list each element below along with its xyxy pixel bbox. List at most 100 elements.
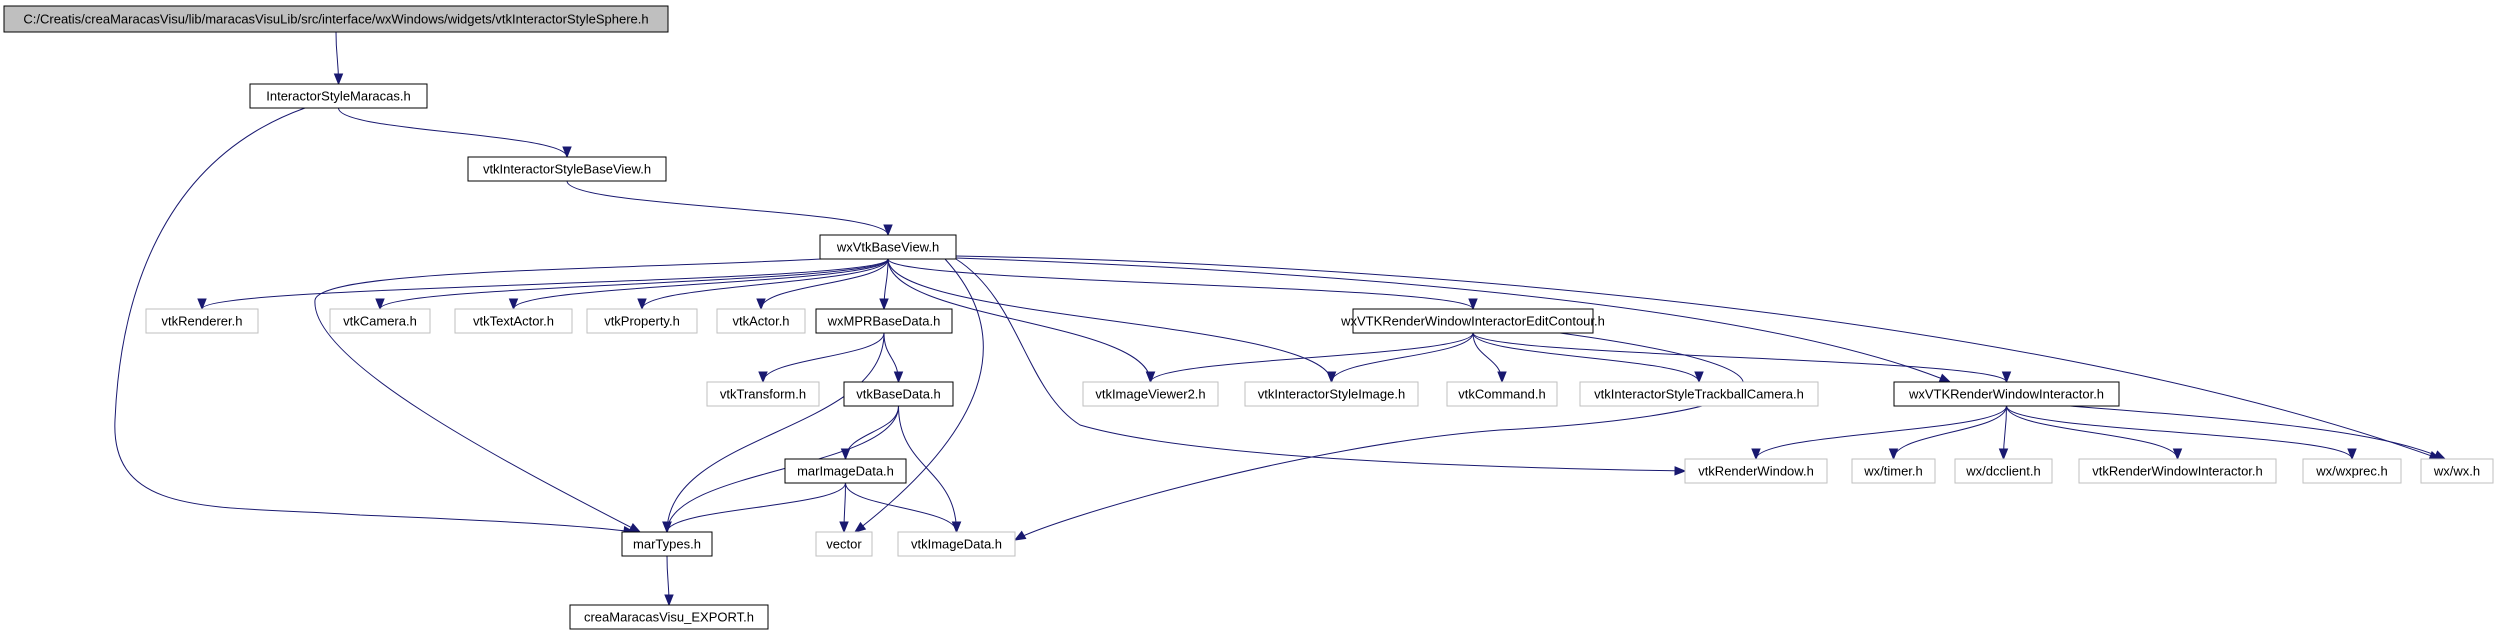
edge-line	[1893, 405, 2007, 460]
node-box	[1352, 308, 1594, 334]
node-n17[interactable]: wxVTKRenderWindowInteractor.h	[1893, 381, 2120, 407]
edge-line	[566, 180, 889, 236]
edge-arrowhead	[562, 146, 572, 159]
node-n27: vtkImageData.h	[897, 531, 1016, 557]
edge-arrowhead	[1751, 448, 1761, 461]
node-label: C:/Creatis/creaMaracasVisu/lib/maracasVi…	[23, 12, 648, 27]
node-box	[1244, 381, 1419, 407]
node-box	[2078, 458, 2277, 484]
edge-line	[1150, 332, 1474, 383]
node-label: vtkImageViewer2.h	[1095, 387, 1205, 402]
node-box	[1851, 458, 1936, 484]
edge-arrowhead	[1888, 448, 1899, 461]
node-n3[interactable]: wxVtkBaseView.h	[819, 234, 957, 260]
node-label: marImageData.h	[797, 464, 894, 479]
edge-arrowhead	[2172, 448, 2183, 461]
node-n20: wx/timer.h	[1851, 458, 1936, 484]
node-n13: vtkImageViewer2.h	[1082, 381, 1219, 407]
node-n16: vtkInteractorStyleTrackballCamera.h	[1579, 381, 1819, 407]
edge-n3-n26	[853, 258, 984, 533]
edge-n12-n18	[840, 405, 899, 461]
node-n22: vtkRenderWindowInteractor.h	[2078, 458, 2277, 484]
edge-arrowhead	[2347, 448, 2357, 461]
node-n2[interactable]: vtkInteractorStyleBaseView.h	[467, 156, 667, 182]
node-label: wx/wx.h	[2433, 464, 2480, 479]
node-label: vtkCommand.h	[1458, 387, 1545, 402]
edge-arrowhead	[839, 521, 849, 534]
node-box	[819, 234, 957, 260]
edge-line	[314, 258, 823, 533]
edge-arrowhead	[1694, 371, 1704, 384]
edge-n17-n19	[1751, 405, 2007, 461]
edge-n3-n4	[197, 258, 889, 311]
edge-line	[955, 255, 2441, 460]
edge-arrowhead	[637, 298, 647, 311]
edge-n10-n17	[1472, 332, 2012, 384]
edge-arrowhead	[879, 298, 889, 311]
edge-arrowhead	[1013, 530, 1027, 541]
edges-layer	[114, 31, 2447, 607]
edge-n10-n14	[1326, 332, 1474, 384]
node-label: vtkRenderer.h	[162, 314, 243, 329]
edge-n17-n23	[2006, 405, 2357, 461]
node-n10[interactable]: wxVTKRenderWindowInteractorEditContour.h	[1340, 308, 1605, 334]
node-n18[interactable]: marImageData.h	[784, 458, 907, 484]
edge-n10-n16	[1472, 332, 1704, 384]
node-n5: vtkCamera.h	[329, 308, 431, 334]
node-label: marTypes.h	[633, 537, 701, 552]
node-label: wx/dcclient.h	[1965, 464, 2040, 479]
edge-line	[666, 482, 846, 533]
edge-n2-n3	[566, 180, 893, 237]
node-n0[interactable]: C:/Creatis/creaMaracasVisu/lib/maracasVi…	[3, 5, 669, 33]
node-label: vtkProperty.h	[604, 314, 680, 329]
node-box	[784, 458, 907, 484]
edge-arrowhead	[883, 224, 893, 237]
edge-n18-n26	[839, 482, 849, 534]
node-box	[1446, 381, 1558, 407]
node-n1[interactable]: InteractorStyleMaracas.h	[249, 83, 428, 109]
node-n9[interactable]: wxMPRBaseData.h	[815, 308, 953, 334]
edge-arrowhead	[840, 448, 851, 461]
node-label: vtkActor.h	[732, 314, 789, 329]
edge-line	[2006, 405, 2178, 460]
node-label: InteractorStyleMaracas.h	[266, 89, 411, 104]
node-box	[897, 531, 1016, 557]
node-n25[interactable]: marTypes.h	[621, 531, 713, 557]
edge-n3-n25	[314, 258, 823, 533]
edge-line	[1331, 332, 1474, 383]
node-box	[329, 308, 431, 334]
edge-arrowhead	[1326, 371, 1337, 384]
node-n12[interactable]: vtkBaseData.h	[843, 381, 954, 407]
node-box	[843, 381, 954, 407]
edge-line	[887, 258, 1151, 383]
edge-n3-n24	[955, 255, 2442, 460]
node-label: vtkInteractorStyleTrackballCamera.h	[1594, 387, 1804, 402]
node-box	[145, 308, 259, 334]
node-label: wxVTKRenderWindowInteractorEditContour.h	[1340, 314, 1605, 329]
edge-arrowhead	[893, 371, 904, 384]
edge-line	[666, 405, 899, 533]
node-label: creaMaracasVisu_EXPORT.h	[584, 610, 754, 625]
node-box	[3, 5, 669, 33]
edge-n3-n5	[375, 258, 889, 311]
edge-n10-n13	[1145, 332, 1474, 384]
edge-line	[955, 258, 1686, 472]
edge-line	[641, 258, 889, 310]
node-box	[706, 381, 820, 407]
edge-n18-n25	[662, 482, 846, 534]
node-n21: wx/dcclient.h	[1954, 458, 2053, 484]
edge-arrowhead	[758, 371, 768, 384]
node-n19: vtkRenderWindow.h	[1684, 458, 1828, 484]
edge-arrowhead	[197, 298, 207, 311]
edge-n17-n22	[2006, 405, 2183, 461]
node-box	[815, 308, 953, 334]
node-label: wxMPRBaseData.h	[827, 314, 941, 329]
edge-line	[2006, 405, 2353, 460]
node-n28[interactable]: creaMaracasVisu_EXPORT.h	[569, 604, 769, 630]
edge-line	[513, 258, 889, 310]
edge-line	[898, 405, 957, 533]
edge-line	[1014, 332, 1744, 541]
edge-arrowhead	[2433, 450, 2447, 460]
node-box	[467, 156, 667, 182]
node-label: vtkInteractorStyleImage.h	[1258, 387, 1405, 402]
